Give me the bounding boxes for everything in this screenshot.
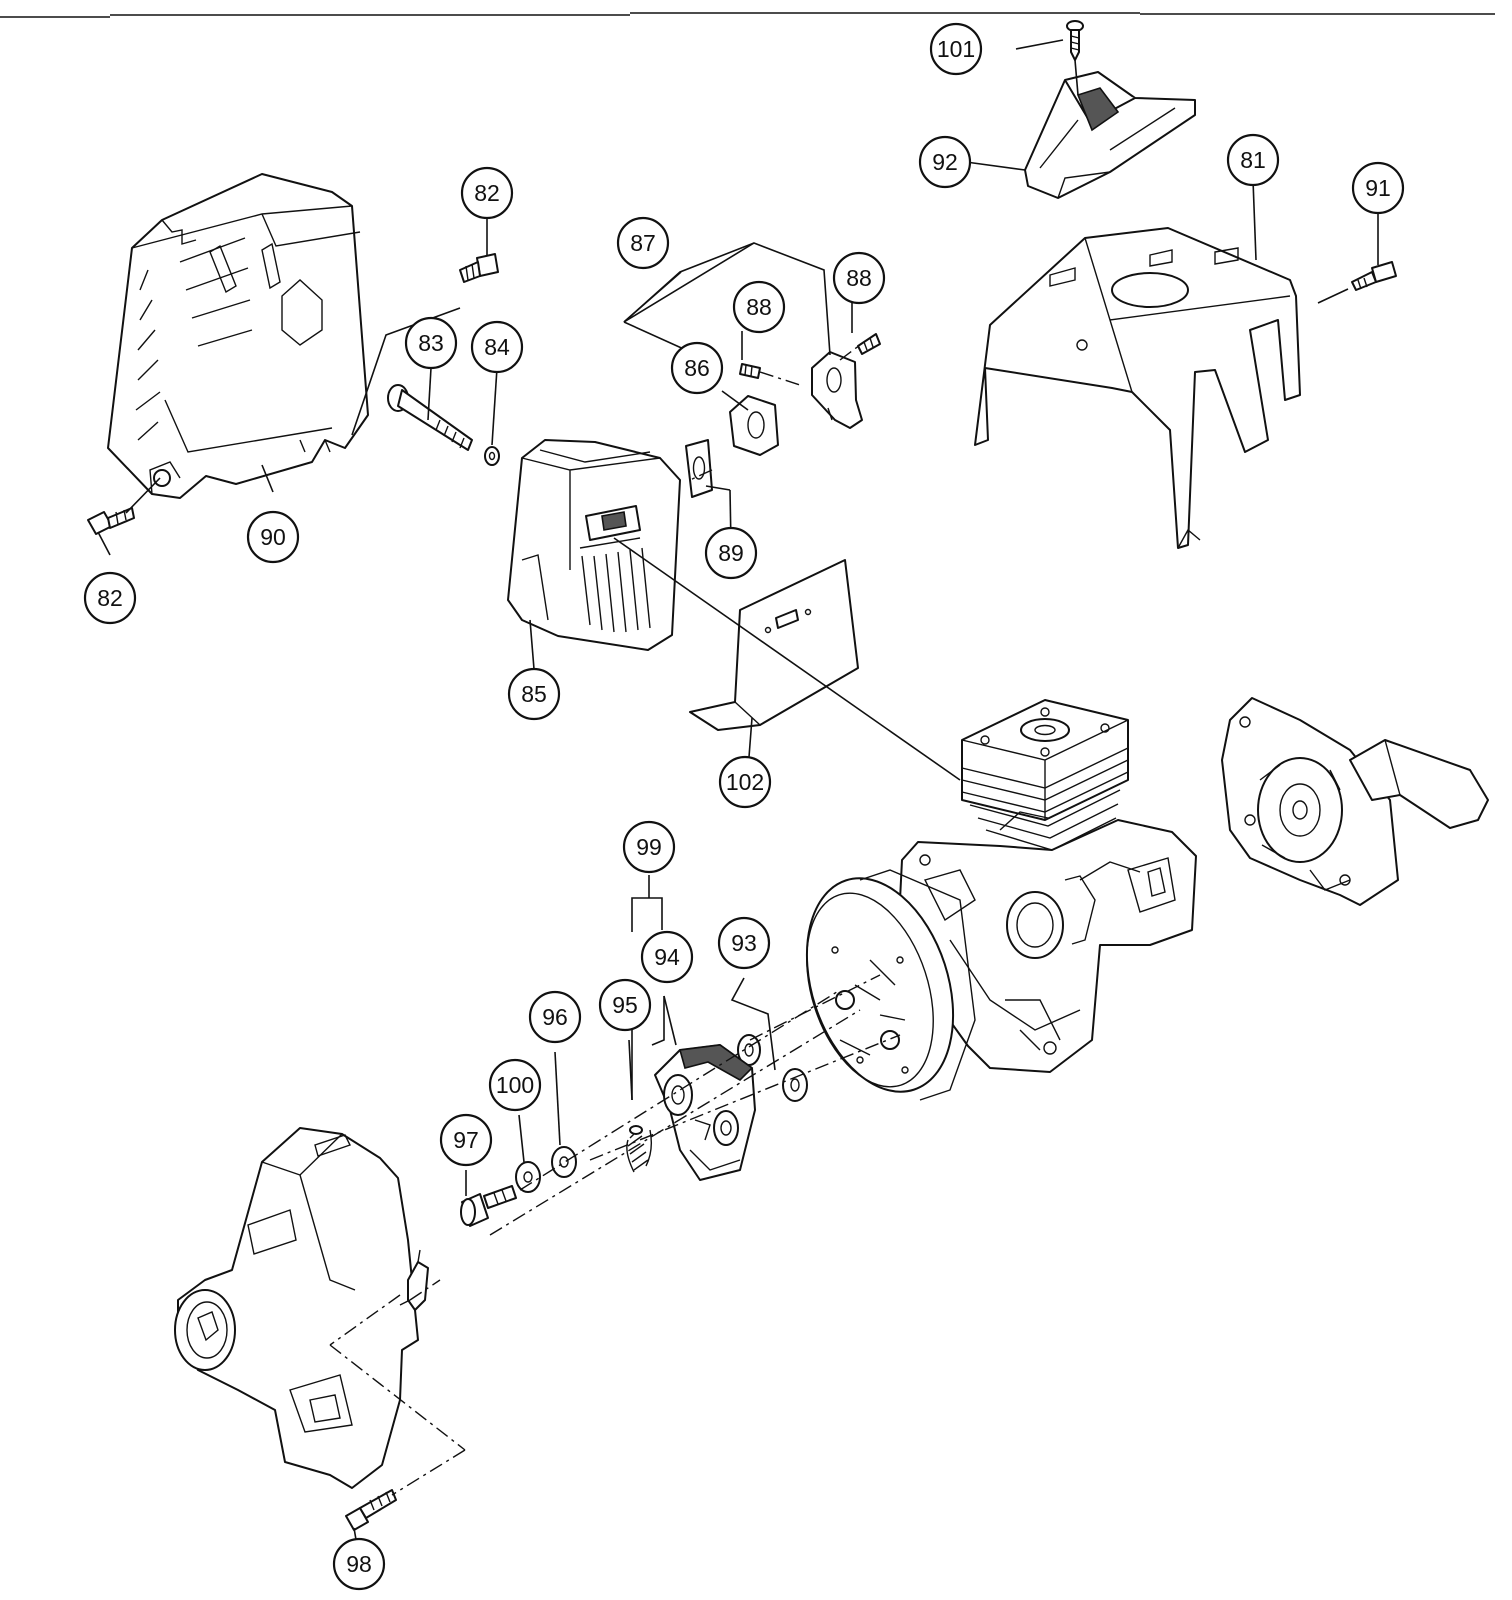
part-92-handle-grip <box>1024 71 1196 199</box>
callout-90: 90 <box>246 510 300 564</box>
callout-98: 98 <box>332 1537 386 1591</box>
part-93-washer-b <box>782 1068 808 1102</box>
svg-text:82: 82 <box>97 585 123 611</box>
svg-text:88: 88 <box>746 294 772 320</box>
svg-text:85: 85 <box>521 681 547 707</box>
callout-86: 86 <box>670 341 724 395</box>
callout-89: 89 <box>704 526 758 580</box>
part-96-washer <box>551 1146 577 1178</box>
callout-83: 83 <box>404 316 458 370</box>
svg-text:89: 89 <box>718 540 744 566</box>
callout-97: 97 <box>439 1113 493 1167</box>
svg-text:83: 83 <box>418 330 444 356</box>
callout-92: 92 <box>918 135 972 189</box>
part-101-screw <box>1066 20 1084 61</box>
svg-text:92: 92 <box>932 149 958 175</box>
svg-text:100: 100 <box>496 1072 534 1098</box>
part-94-clutch-shoes <box>654 1044 756 1181</box>
part-85-muffler <box>507 439 681 651</box>
svg-text:98: 98 <box>346 1551 372 1577</box>
svg-text:87: 87 <box>630 230 656 256</box>
callout-82-bottom: 82 <box>83 571 137 625</box>
part-100-washer <box>515 1161 541 1193</box>
svg-text:91: 91 <box>1365 175 1391 201</box>
callout-100: 100 <box>488 1058 542 1112</box>
svg-text:102: 102 <box>726 769 764 795</box>
top-rule <box>0 12 1495 18</box>
svg-text:93: 93 <box>731 930 757 956</box>
callout-87: 87 <box>616 216 670 270</box>
part-84-washer <box>484 446 500 466</box>
callout-101: 101 <box>929 22 983 76</box>
callout-94: 94 <box>640 930 694 984</box>
part-86-plate <box>729 395 779 456</box>
svg-text:96: 96 <box>542 1004 568 1030</box>
part-87-bracket <box>811 351 863 429</box>
callout-95: 95 <box>598 978 652 1032</box>
callout-91: 91 <box>1351 161 1405 215</box>
part-95-spring <box>626 1125 653 1173</box>
part-90-muffler-cover <box>107 173 369 499</box>
svg-text:86: 86 <box>684 355 710 381</box>
part-83-bolt <box>387 384 473 451</box>
callout-81: 81 <box>1226 133 1280 187</box>
part-97-bolt <box>460 1185 517 1227</box>
assembly-axes <box>329 974 901 1496</box>
part-82-screw-bottom <box>87 507 135 535</box>
svg-text:94: 94 <box>654 944 680 970</box>
svg-text:88: 88 <box>846 265 872 291</box>
svg-text:84: 84 <box>484 334 510 360</box>
svg-text:90: 90 <box>260 524 286 550</box>
engine-cylinder <box>961 699 1129 851</box>
part-98-screw <box>345 1489 397 1531</box>
svg-text:81: 81 <box>1240 147 1266 173</box>
svg-text:101: 101 <box>937 36 975 62</box>
callout-82-top: 82 <box>460 166 514 220</box>
part-88-screw-a <box>739 363 761 379</box>
callout-102: 102 <box>718 755 772 809</box>
part-88-screw-b <box>857 333 881 355</box>
callout-96: 96 <box>528 990 582 1044</box>
part-81-top-cover <box>974 227 1301 549</box>
callout-88-left: 88 <box>732 280 786 334</box>
svg-text:95: 95 <box>612 992 638 1018</box>
svg-text:97: 97 <box>453 1127 479 1153</box>
clutch-housing <box>174 1127 429 1489</box>
svg-text:99: 99 <box>636 834 662 860</box>
leader-lines <box>97 39 1379 1558</box>
clutch-drum <box>805 869 976 1101</box>
callout-99: 99 <box>622 820 676 874</box>
callout-84: 84 <box>470 320 524 374</box>
svg-text:82: 82 <box>474 180 500 206</box>
part-82-screw-top <box>459 253 499 283</box>
callout-93: 93 <box>717 916 771 970</box>
callout-85: 85 <box>507 667 561 721</box>
part-89-gasket <box>685 439 713 498</box>
part-91-screw <box>1351 261 1397 291</box>
part-102-heat-shield <box>689 559 859 731</box>
recoil-starter <box>1221 697 1489 906</box>
callout-88-right: 88 <box>832 251 886 305</box>
